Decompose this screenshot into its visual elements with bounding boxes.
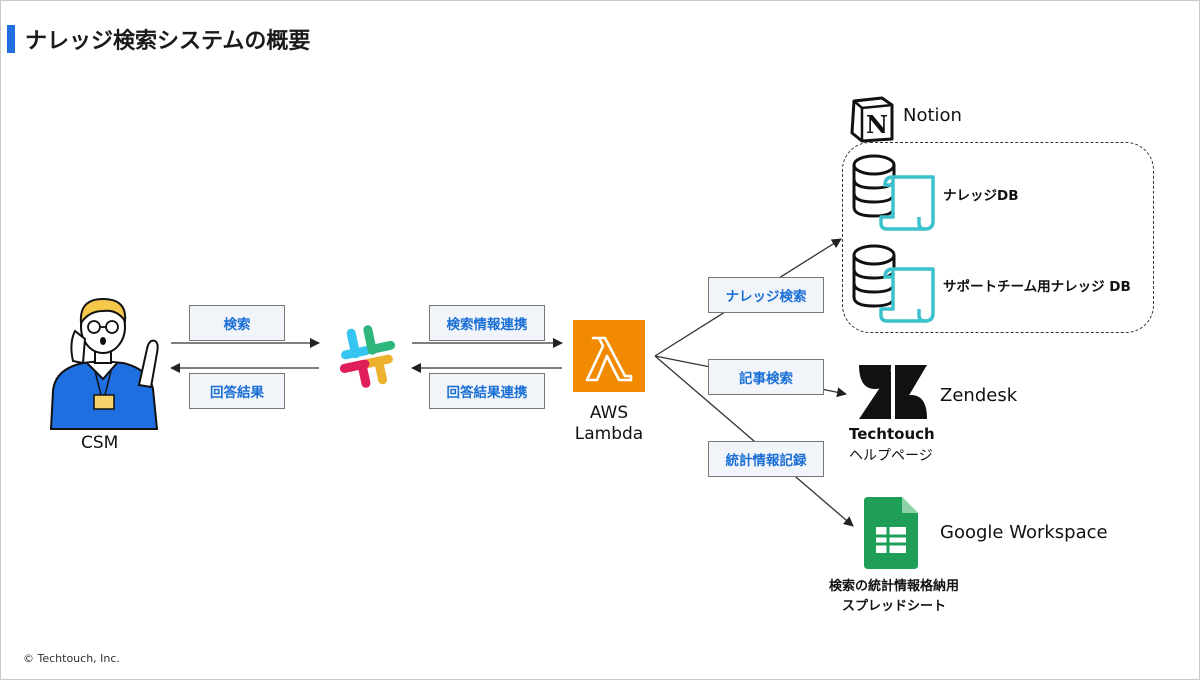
- lambda-label-line1: AWS: [589, 403, 629, 423]
- notion-name: Notion: [903, 105, 962, 126]
- edge-label-search-info: 検索情報連携: [429, 305, 545, 341]
- zendesk-icon: [859, 365, 927, 419]
- person-icon: [49, 297, 159, 430]
- zendesk-name: Zendesk: [940, 385, 1018, 406]
- google-sub-line1: 検索の統計情報格納用: [828, 579, 959, 594]
- edge-label-article-search: 記事検索: [708, 359, 824, 395]
- edge-label-knowledge-search: ナレッジ検索: [708, 277, 824, 313]
- database-icon: [852, 154, 896, 218]
- scroll-icon: [879, 175, 935, 231]
- svg-text:N: N: [866, 110, 888, 139]
- csm-label: CSM: [81, 433, 119, 453]
- page-title: ナレッジ検索システムの概要: [25, 29, 311, 54]
- lambda-icon: [573, 320, 645, 392]
- edge-label-stats-record: 統計情報記録: [708, 441, 824, 477]
- zendesk-sub-line1: Techtouch: [849, 425, 935, 443]
- zendesk-sub-line2: ヘルプページ: [849, 448, 933, 464]
- google-sub-line2: スプレッドシート: [841, 599, 946, 614]
- sheets-icon: [864, 497, 918, 569]
- notion-db1-label: ナレッジDB: [943, 188, 1019, 204]
- google-name: Google Workspace: [940, 522, 1108, 543]
- edge-label-search: 検索: [189, 305, 285, 341]
- notion-databases-group: [842, 142, 1154, 333]
- scroll-icon: [879, 267, 935, 323]
- edge-label-answer: 回答結果: [189, 373, 285, 409]
- edge-label-answer-link: 回答結果連携: [429, 373, 545, 409]
- notion-icon: N: [850, 96, 894, 143]
- title-accent-bar: [7, 25, 15, 53]
- notion-db2-label: サポートチーム用ナレッジ DB: [943, 279, 1131, 295]
- copyright: © Techtouch, Inc.: [23, 652, 120, 665]
- slack-icon: [339, 325, 396, 388]
- lambda-label-line2: Lambda: [574, 424, 644, 444]
